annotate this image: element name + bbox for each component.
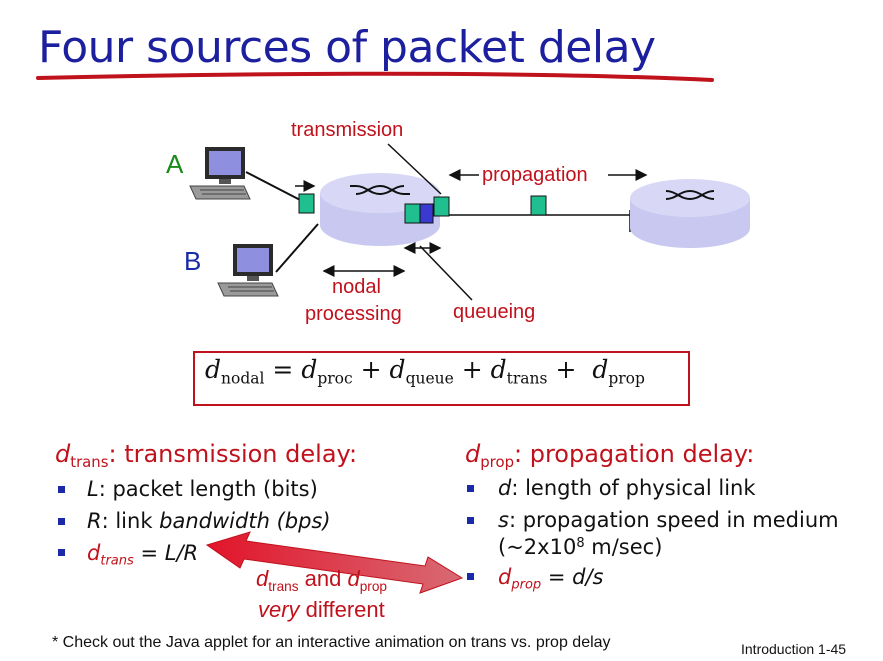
link-b <box>275 223 319 273</box>
transmission-label: transmission <box>291 119 404 141</box>
trans-bullet-1: L: packet length (bits) <box>87 477 318 501</box>
nodal-label: nodal <box>332 276 381 298</box>
prop-bullet-3: dprop = d/s <box>498 565 604 593</box>
queueing-label: queueing <box>453 301 536 323</box>
queueing-pointer <box>419 245 473 301</box>
compare-line-1: dtrans and dprop <box>256 566 388 594</box>
trans-bullet-3: dtrans = L/R <box>87 541 199 569</box>
formula-box <box>193 351 690 406</box>
prop-bullet-2: s: propagation speed in medium <box>498 508 839 532</box>
packet-queued <box>404 203 421 224</box>
host-b-label: B <box>184 246 202 276</box>
trans-bullet-2: R: link bandwidth (bps) <box>87 509 331 533</box>
footnote: * Check out the Java applet for an inter… <box>52 634 611 651</box>
transmission-pointer <box>387 143 442 195</box>
router-2-icon <box>630 179 750 248</box>
packet-incoming <box>298 193 315 214</box>
host-b-computer-icon <box>217 244 279 297</box>
packet-propagating <box>530 195 547 216</box>
nodal-delay-formula: dnodal = dproc + dqueue + dtrans + dprop <box>205 355 645 388</box>
compare-line-2: very different <box>258 597 385 622</box>
slide-number: Introduction 1-45 <box>741 641 847 657</box>
comparison-double-arrow <box>205 531 464 594</box>
prop-bullet-2-line2: (~2x108 m/sec) <box>498 535 663 559</box>
processing-label: processing <box>305 303 402 325</box>
host-a-label: A <box>166 149 184 179</box>
packet-transmitting <box>433 196 450 217</box>
title-underline <box>36 71 714 82</box>
prop-bullet-1: d: length of physical link <box>498 476 756 500</box>
bullet-markers <box>58 485 474 580</box>
host-a-computer-icon <box>189 147 251 200</box>
propagation-label: propagation <box>482 164 588 186</box>
trans-delay-heading: dtrans: transmission delay: <box>55 440 358 472</box>
page-title: Four sources of packet delay <box>38 22 656 73</box>
link-a <box>245 171 305 203</box>
packet-queued-2 <box>419 203 434 224</box>
prop-delay-heading: dprop: propagation delay: <box>465 440 755 472</box>
